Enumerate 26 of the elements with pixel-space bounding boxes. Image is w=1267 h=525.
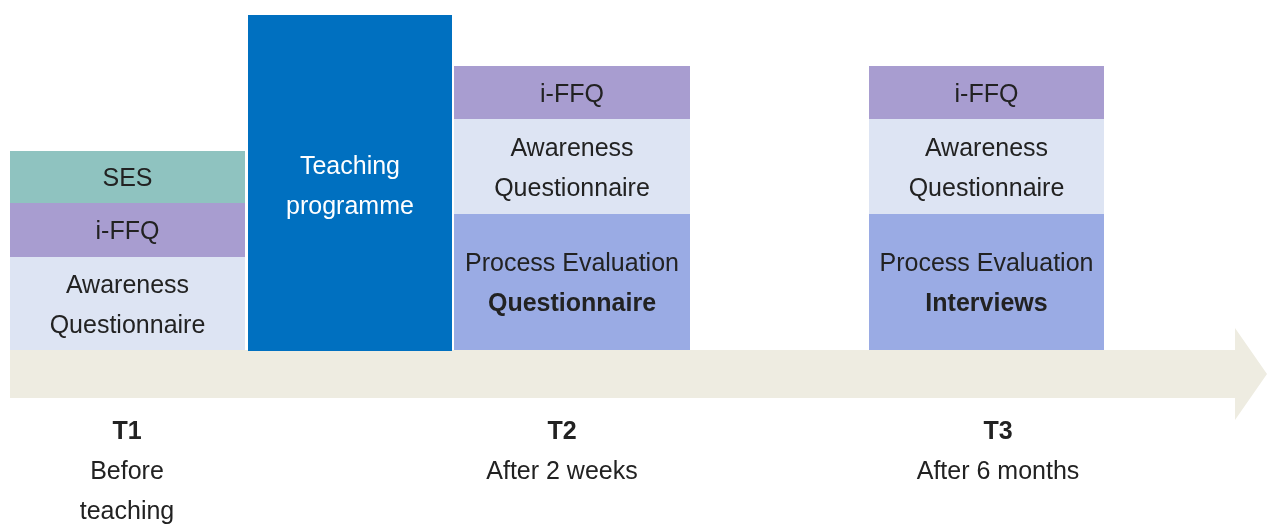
box-text: Awareness Questionnaire <box>493 131 651 203</box>
time-point-description: After 6 months <box>916 455 1080 486</box>
assessment-box <box>454 66 690 119</box>
box-text: i-FFQ <box>540 77 604 109</box>
time-point-description: After 2 weeks <box>486 455 638 486</box>
assessment-box <box>869 119 1104 214</box>
teaching-box <box>248 15 452 351</box>
time-point-label: T2 <box>547 415 577 446</box>
box-text: Teaching programme <box>285 150 415 221</box>
box-text: Process Evaluation Interviews <box>878 247 1095 318</box>
box-text: i-FFQ <box>95 215 160 246</box>
box-text: Process Evaluation Questionnaire <box>464 247 680 318</box>
box-text: Awareness Questionnaire <box>907 131 1066 203</box>
time-point-description: Before teaching <box>78 455 176 525</box>
assessment-box <box>10 203 245 257</box>
time-point-label: T3 <box>983 415 1013 446</box>
assessment-box <box>869 66 1104 119</box>
box-text: SES <box>102 162 153 193</box>
box-text: i-FFQ <box>954 77 1019 109</box>
time-point-label: T1 <box>112 415 142 446</box>
assessment-box <box>454 119 690 214</box>
assessment-box <box>10 257 245 350</box>
assessment-box <box>869 214 1104 350</box>
assessment-box <box>454 214 690 350</box>
assessment-box <box>10 151 245 203</box>
box-text: Awareness Questionnaire <box>48 268 207 340</box>
